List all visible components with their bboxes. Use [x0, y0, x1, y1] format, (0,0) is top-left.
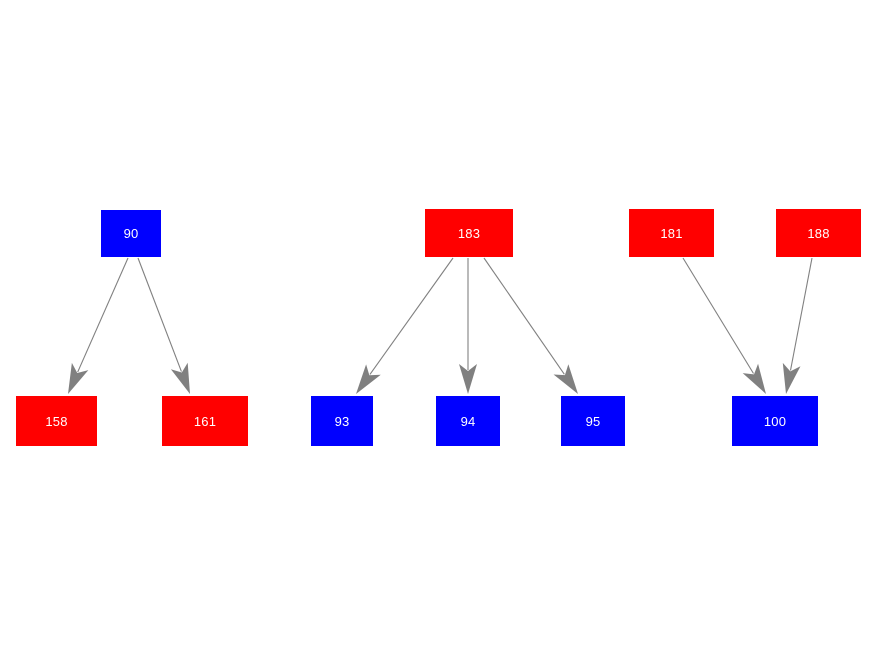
- arrowhead-icon: [742, 363, 766, 394]
- graph-edge-183-to-94: [459, 258, 477, 394]
- node-label: 100: [763, 413, 787, 429]
- arrowhead-icon: [553, 364, 578, 394]
- graph-edge-188-to-100: [782, 257, 813, 394]
- graph-node-183[interactable]: 183: [425, 209, 513, 257]
- arrowhead-icon: [459, 364, 477, 394]
- node-label: 90: [123, 226, 139, 241]
- node-label: 161: [193, 413, 217, 429]
- graph-node-100[interactable]: 100: [732, 396, 818, 446]
- graph-node-94[interactable]: 94: [436, 396, 500, 446]
- graph-edge-181-to-100: [682, 257, 766, 394]
- graph-node-181[interactable]: 181: [629, 209, 714, 257]
- graph-edge-183-to-95: [483, 257, 578, 394]
- node-label: 181: [660, 225, 683, 241]
- graph-node-93[interactable]: 93: [311, 396, 373, 446]
- node-label: 93: [334, 413, 350, 429]
- graph-edge-183-to-93: [356, 257, 454, 394]
- edge-line: [682, 257, 754, 374]
- arrowhead-icon: [170, 362, 190, 394]
- edge-line: [77, 257, 129, 373]
- edge-line: [789, 257, 813, 371]
- edge-line: [369, 257, 454, 375]
- node-label: 94: [460, 413, 476, 429]
- node-label: 183: [457, 225, 481, 241]
- graph-edge-90-to-158: [68, 257, 129, 394]
- node-label: 158: [45, 413, 68, 429]
- graph-node-161[interactable]: 161: [162, 396, 248, 446]
- node-label: 95: [585, 413, 601, 429]
- arrowhead-icon: [68, 362, 89, 394]
- graph-node-90[interactable]: 90: [101, 210, 161, 257]
- graph-node-95[interactable]: 95: [561, 396, 625, 446]
- graph-node-158[interactable]: 158: [16, 396, 97, 446]
- edge-line: [137, 257, 182, 372]
- graph-edge-90-to-161: [137, 257, 190, 394]
- edge-line: [483, 257, 565, 375]
- node-label: 188: [807, 225, 830, 241]
- graph-node-188[interactable]: 188: [776, 209, 861, 257]
- arrowhead-icon: [782, 362, 801, 394]
- arrowhead-icon: [356, 364, 381, 394]
